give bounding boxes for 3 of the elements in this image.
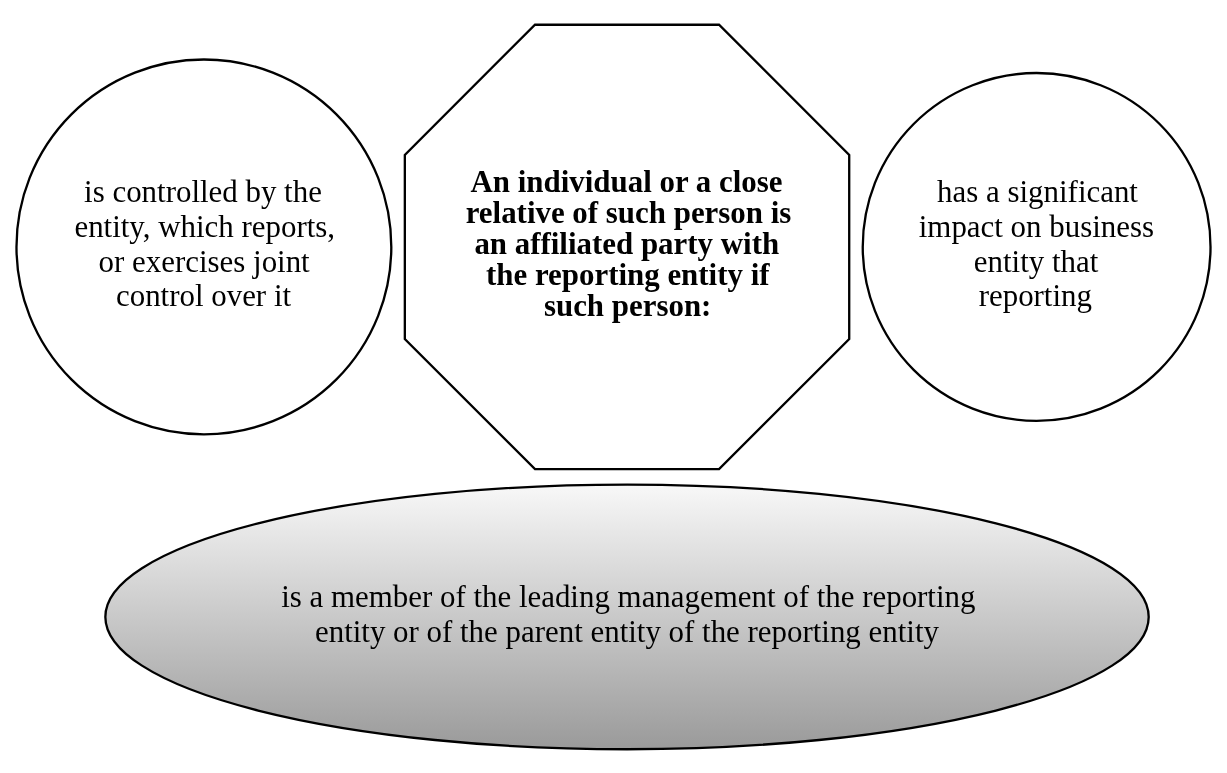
node-ellipse: is a member of the leading management of the reporting entity or of the parent entity of the reporting entity [104,482,1150,750]
node-circle: has a significant impact on business entity that reporting [861,71,1212,422]
node-circle: is controlled by the entity, which reports, or exercises joint control over it [15,57,393,435]
